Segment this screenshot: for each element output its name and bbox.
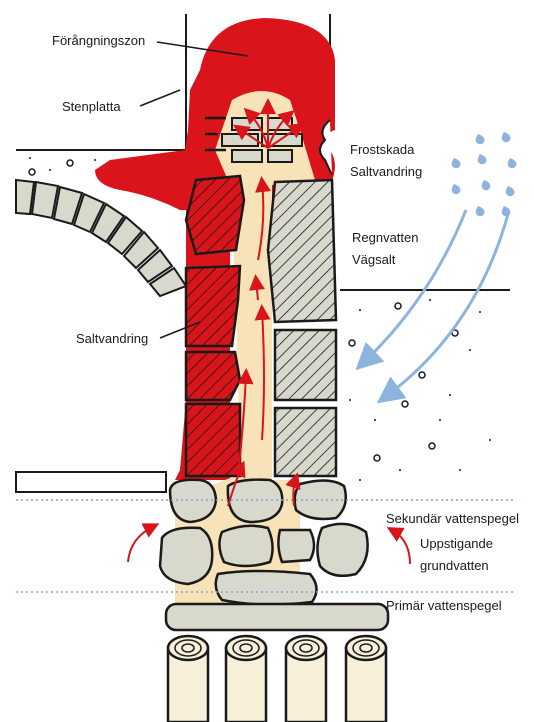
label-evaporation-zone: Förångningszon [52, 33, 145, 48]
label-stone-slab: Stenplatta [62, 99, 121, 114]
label-rising-groundwater-1: Uppstigande [420, 536, 493, 551]
soil-right [340, 290, 510, 481]
foundation-piles [168, 636, 386, 722]
label-rising-groundwater-2: grundvatten [420, 558, 489, 573]
label-primary-water-table: Primär vattenspegel [386, 598, 502, 613]
label-rainwater: Regnvatten [352, 230, 419, 245]
label-road-salt: Vägsalt [352, 252, 396, 267]
raindrops [452, 132, 517, 216]
label-salt-migration-side: Saltvandring [76, 331, 148, 346]
label-secondary-water-table: Sekundär vattenspegel [386, 511, 519, 526]
label-frost-damage: Frostskada [350, 142, 415, 157]
floor-slab [16, 472, 166, 492]
label-salt-migration-top: Saltvandring [350, 164, 422, 179]
